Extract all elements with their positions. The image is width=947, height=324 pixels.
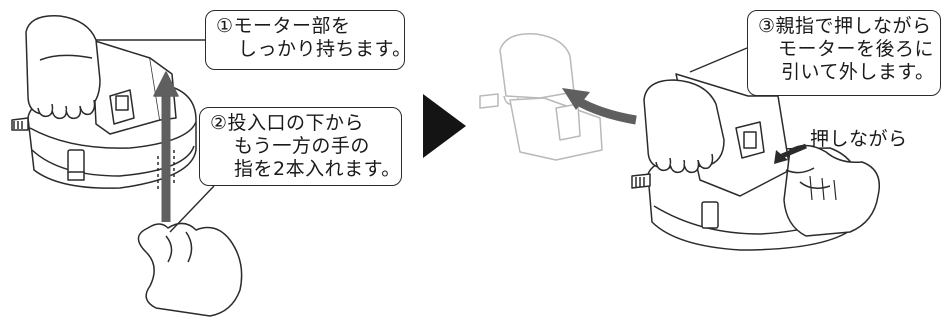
callout-step-1-line-2: しっかり持ちます。 [238,38,412,60]
callout-step-2: ②投入口の下から もう一方の手の 指を2本入れます。 [199,107,402,186]
left-machine-illustration [11,15,243,317]
callout-step-3-line-2: モーターを後ろに [778,38,935,60]
callout-step-1-line-1: ①モーター部を [216,15,351,37]
push-arrow [781,143,807,159]
callout-step-3-line-1: ③親指で押しながら [758,15,932,37]
right-machine-illustration [631,73,880,251]
pushing-label: 押しながら [810,128,908,150]
callout-step-1: ①モーター部を しっかり持ちます。 [205,10,412,70]
ghost-motor-illustration [479,33,603,161]
callout-2-pointer [169,185,215,233]
callout-step-2-line-2: もう一方の手の [234,135,370,157]
callout-step-2-line-3: 指を2本入れます。 [234,158,401,180]
callout-step-2-line-1: ②投入口の下から [210,112,365,134]
callout-3-pointer [689,47,748,73]
push-arrow-head [774,150,788,164]
callout-step-3: ③親指で押しながら モーターを後ろに 引いて外します。 [747,10,941,96]
callout-step-3-line-3: 引いて外します。 [781,61,935,83]
next-step-triangle [423,94,466,158]
remove-arrow-head [562,88,590,110]
